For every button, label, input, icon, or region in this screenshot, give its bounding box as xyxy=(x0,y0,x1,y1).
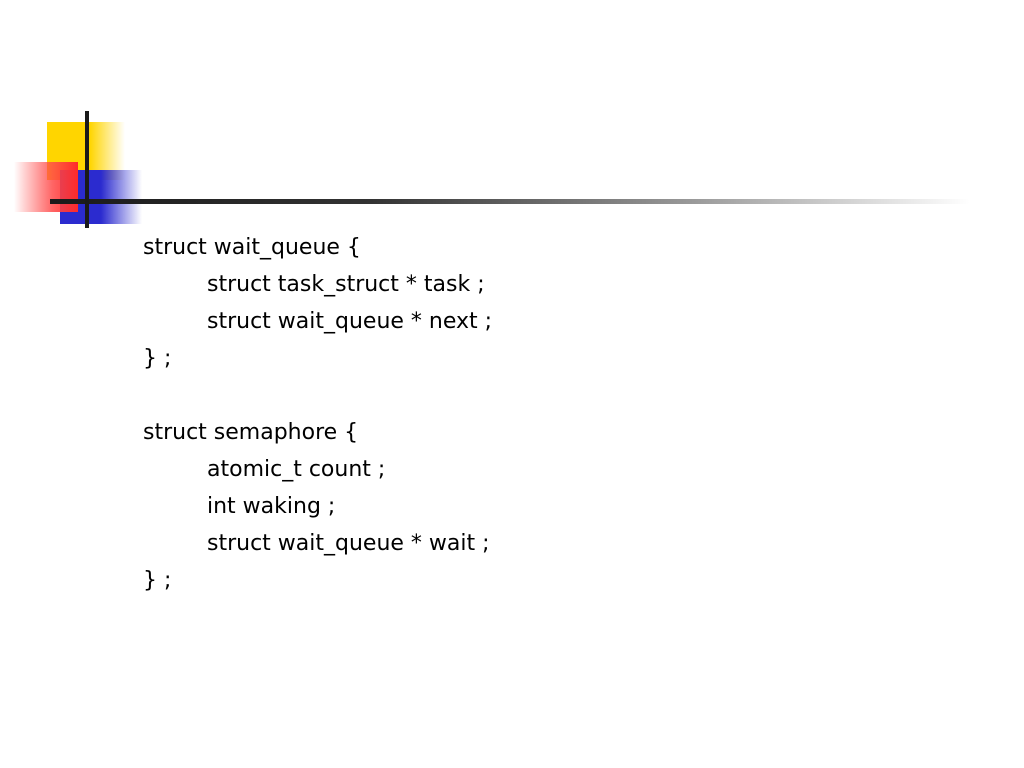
vertical-rule xyxy=(85,111,89,228)
code-line: struct semaphore { xyxy=(143,420,359,445)
blue-square xyxy=(60,170,142,224)
code-line: struct wait_queue * wait ; xyxy=(207,531,490,556)
code-line: int waking ; xyxy=(207,494,336,519)
code-line: struct task_struct * task ; xyxy=(207,272,485,297)
code-line: atomic_t count ; xyxy=(207,457,386,482)
title-decoration xyxy=(14,111,970,228)
red-square xyxy=(14,162,78,212)
code-line: } ; xyxy=(143,346,172,371)
yellow-square xyxy=(47,122,125,180)
code-line: struct wait_queue { xyxy=(143,235,361,260)
code-line: } ; xyxy=(143,568,172,593)
blank-line xyxy=(143,377,492,414)
code-line: struct wait_queue * next ; xyxy=(207,309,493,334)
horizontal-rule xyxy=(50,199,970,204)
code-block: struct wait_queue { struct task_struct *… xyxy=(143,229,492,599)
